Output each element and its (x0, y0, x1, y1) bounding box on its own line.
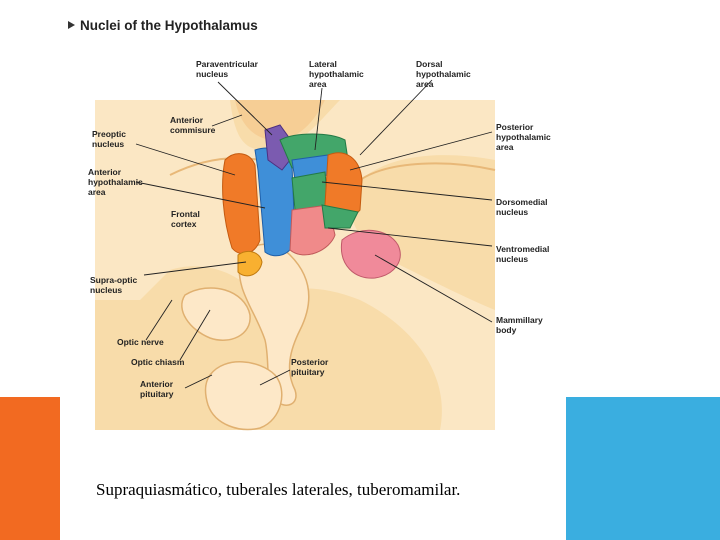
figure-title: Nuclei of the Hypothalamus (80, 18, 258, 33)
dorsomedial-region (292, 172, 328, 210)
label-optic-chiasm: Optic chiasm (131, 357, 185, 367)
slide-caption: Supraquiasmático, tuberales laterales, t… (96, 480, 696, 500)
hypothalamus-diagram: Nuclei of the Hypothalamus (60, 0, 566, 460)
hypothalamus-figure: Nuclei of the Hypothalamus (60, 0, 566, 460)
title-arrow-icon (68, 21, 75, 29)
label-optic-nerve: Optic nerve (117, 337, 164, 347)
caption-band (60, 460, 566, 540)
